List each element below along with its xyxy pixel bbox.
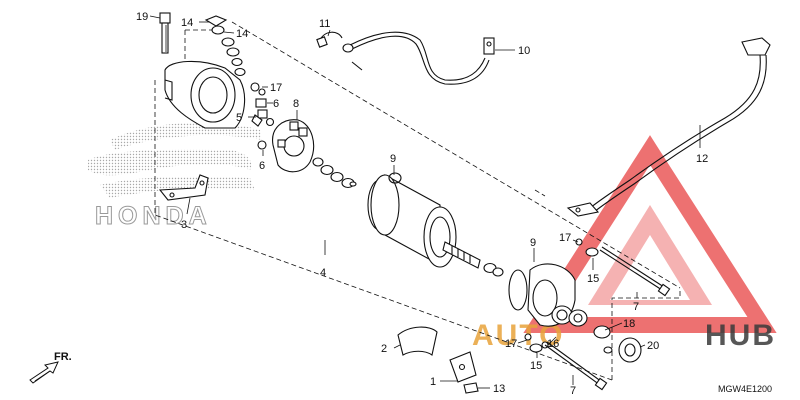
front-direction-arrow-icon [29, 361, 59, 384]
callout-7-upper: 7 [633, 301, 639, 313]
callout-9-yoke: 9 [390, 153, 396, 165]
callout-16: 16 [547, 338, 559, 350]
callout-leaders [149, 15, 701, 389]
part-15-16-17-small [524, 238, 599, 353]
callout-5: 5 [236, 112, 242, 124]
part-front-cover [508, 263, 588, 327]
callout-17-lower: 17 [505, 338, 517, 350]
callout-17-rear: 17 [270, 82, 282, 94]
callout-11: 11 [319, 18, 330, 30]
brand-text-hub: HUB [705, 319, 776, 352]
callout-12: 12 [696, 153, 708, 165]
honda-wing-logo [88, 122, 262, 198]
callout-1: 1 [430, 376, 436, 388]
part-14-nut-washer [204, 15, 246, 77]
callout-8: 8 [293, 98, 299, 110]
part-19-bolt [159, 12, 171, 54]
part-9-yoke-and-oring [367, 172, 457, 268]
part-3-bracket [158, 174, 209, 201]
part-armature-shaft [442, 241, 504, 277]
part-1-13-stay-bolt [449, 351, 479, 394]
callout-7-lower: 7 [570, 385, 576, 397]
diagram-code: MGW4E1200 [718, 384, 772, 394]
callout-6-upper: 6 [273, 98, 279, 110]
callout-15-lower: 15 [530, 360, 542, 372]
callout-19: 19 [136, 11, 148, 23]
callout-10: 10 [518, 45, 530, 57]
part-rear-cover [164, 60, 246, 129]
part-10-11-starter-cable [316, 31, 495, 85]
part-12-ground-cable [566, 37, 771, 217]
autohub-triangle-logo [523, 135, 777, 333]
callout-9-front: 9 [530, 237, 536, 249]
callout-13: 13 [493, 383, 505, 395]
front-indicator-label: FR. [54, 351, 72, 363]
callout-2: 2 [381, 343, 387, 355]
part-2-rubber-mount [397, 326, 438, 356]
callout-14-upper: 14 [181, 17, 193, 29]
callout-3: 3 [181, 219, 187, 231]
part-8-brush-holder [272, 119, 315, 173]
part-18-20-bearing [593, 325, 642, 363]
assembly-guide-lines [154, 21, 681, 381]
callout-20: 20 [647, 340, 659, 352]
callout-6-lower: 6 [259, 160, 265, 172]
part-brush-terminals [250, 82, 275, 150]
callout-18: 18 [623, 318, 635, 330]
honda-logo-text: HONDA [95, 202, 212, 230]
part-7-through-bolts [544, 246, 671, 391]
callout-15-upper: 15 [587, 273, 599, 285]
part-washer-stack [312, 157, 357, 189]
callout-4: 4 [320, 267, 326, 279]
callout-14-lower: 14 [236, 28, 248, 40]
callout-17-mid: 17 [559, 232, 571, 244]
